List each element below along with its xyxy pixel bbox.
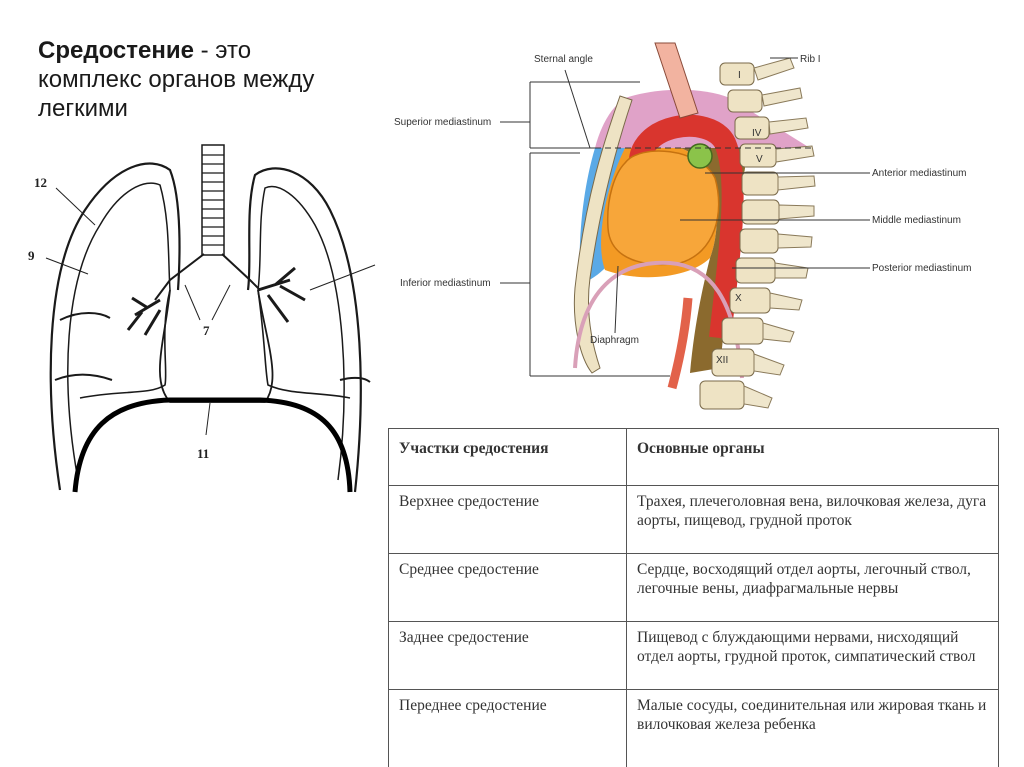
header-regions: Участки средостения <box>389 429 627 486</box>
mediastinum-table: Участки средостения Основные органы Верх… <box>388 428 1000 767</box>
lungs-diagram: 12 9 7 11 <box>20 140 380 495</box>
label-vertebra-4: IV <box>752 128 762 139</box>
label-7: 7 <box>203 323 210 338</box>
table-row: Заднее средостение Пищевод с блуждающими… <box>389 622 999 690</box>
label-vertebra-10: X <box>735 293 742 304</box>
organs-cell: Пищевод с блуждающими нервами, нисходящи… <box>627 622 999 690</box>
label-vertebra-5: V <box>756 154 763 165</box>
mediastinum-diagram: Sternal angle Rib I Superior mediastinum… <box>380 38 1010 423</box>
label-9: 9 <box>28 248 35 263</box>
label-diaphragm: Diaphragm <box>590 335 639 346</box>
header-organs: Основные органы <box>627 429 999 486</box>
slide-title: Средостение - это комплекс органов между… <box>38 36 358 123</box>
table-row: Переднее средостение Малые сосуды, соеди… <box>389 690 999 767</box>
label-12: 12 <box>34 175 47 190</box>
organs-cell: Сердце, восходящий отдел аорты, легочный… <box>627 554 999 622</box>
region-cell: Верхнее средостение <box>389 486 627 554</box>
label-inferior-mediastinum: Inferior mediastinum <box>400 278 491 289</box>
label-vertebra-1: I <box>738 70 741 81</box>
label-rib-1: Rib I <box>800 54 821 65</box>
label-middle-mediastinum: Middle mediastinum <box>872 215 961 226</box>
label-superior-mediastinum: Superior mediastinum <box>394 117 491 128</box>
organs-cell: Трахея, плечеголовная вена, вилоч­ковая … <box>627 486 999 554</box>
table-row: Среднее средостение Сердце, восходящий о… <box>389 554 999 622</box>
label-vertebra-12: XII <box>716 355 728 366</box>
region-cell: Среднее средостение <box>389 554 627 622</box>
region-cell: Переднее средостение <box>389 690 627 767</box>
table-header-row: Участки средостения Основные органы <box>389 429 999 486</box>
label-anterior-mediastinum: Anterior mediastinum <box>872 168 966 179</box>
table-row: Верхнее средостение Трахея, плечеголовна… <box>389 486 999 554</box>
label-sternal-angle: Sternal angle <box>534 54 593 65</box>
organs-cell: Малые сосуды, соединительная или жировая… <box>627 690 999 767</box>
title-term: Средостение <box>38 37 194 64</box>
region-cell: Заднее средостение <box>389 622 627 690</box>
label-posterior-mediastinum: Posterior mediastinum <box>872 263 971 274</box>
label-11: 11 <box>197 446 209 461</box>
